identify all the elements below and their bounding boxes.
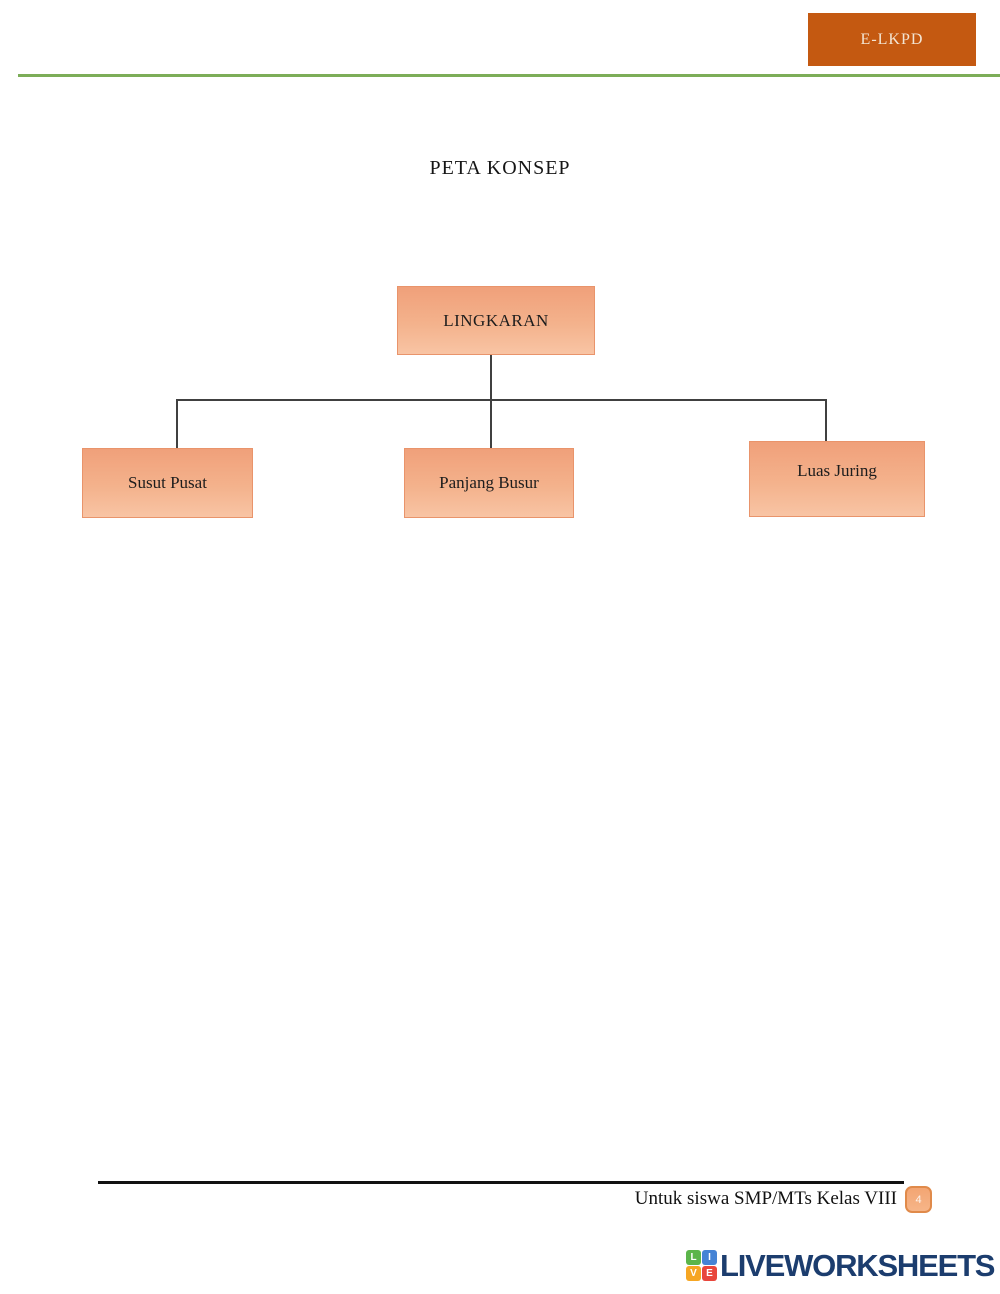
liveworksheets-wordmark: LIVEWORKSHEETS <box>720 1248 995 1283</box>
liveworksheets-grid-icon: L I V E <box>686 1250 717 1281</box>
connector-drop-right <box>825 399 827 442</box>
footer-divider-line <box>98 1181 904 1184</box>
concept-node-label: Susut Pusat <box>128 473 207 492</box>
connector-drop-middle <box>490 399 492 449</box>
concept-node-label: Luas Juring <box>797 461 877 480</box>
page-title: PETA KONSEP <box>429 157 571 179</box>
concept-node-luas-juring: Luas Juring <box>749 441 925 517</box>
connector-horizontal-bar <box>176 399 826 401</box>
logo-letter-l: L <box>686 1250 701 1265</box>
footer-text: Untuk siswa SMP/MTs Kelas VIII <box>634 1188 897 1209</box>
page-number-badge: 4 <box>905 1186 932 1213</box>
concept-node-label: LINGKARAN <box>443 310 549 330</box>
elkpd-badge-label: E-LKPD <box>860 30 924 48</box>
connector-drop-left <box>176 399 178 449</box>
footer: Untuk siswa SMP/MTs Kelas VIII 4 <box>0 1185 932 1213</box>
concept-node-label: Panjang Busur <box>439 473 539 492</box>
liveworksheets-logo[interactable]: L I V E LIVEWORKSHEETS <box>686 1248 995 1283</box>
logo-letter-e: E <box>702 1266 717 1281</box>
page-number: 4 <box>915 1193 922 1206</box>
concept-node-susut-pusat: Susut Pusat <box>82 448 253 518</box>
concept-node-panjang-busur: Panjang Busur <box>404 448 574 518</box>
header-divider-line <box>18 74 1000 77</box>
elkpd-header-badge: E-LKPD <box>808 13 976 66</box>
logo-letter-i: I <box>702 1250 717 1265</box>
logo-letter-v: V <box>686 1266 701 1281</box>
connector-root-stem <box>490 355 492 400</box>
concept-node-lingkaran: LINGKARAN <box>397 286 595 355</box>
